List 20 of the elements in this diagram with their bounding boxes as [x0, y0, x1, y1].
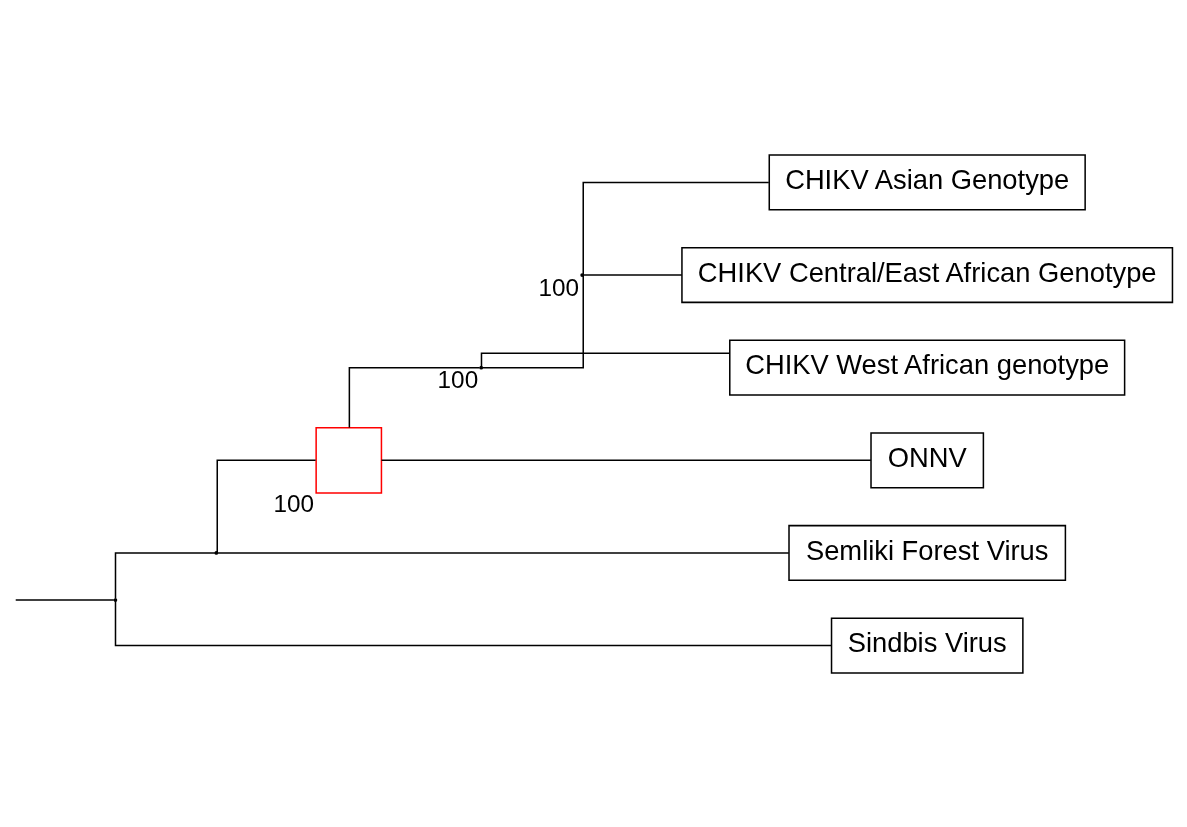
connector — [480, 352, 731, 367]
node-label: 100 — [538, 273, 580, 301]
connector — [348, 366, 481, 428]
node-box: CHIKV Asian Genotype — [768, 153, 1086, 210]
node-point — [214, 550, 219, 555]
node-point — [315, 426, 383, 494]
connector — [114, 551, 216, 600]
node-box: CHIKV West African genotype — [729, 339, 1126, 396]
node-box: Sindbis Virus — [830, 617, 1024, 674]
node-point — [580, 272, 584, 277]
node-box: ONNV — [870, 431, 985, 488]
node-box: Semliki Forest Virus — [788, 524, 1067, 581]
node-box: CHIKV Central/East African Genotype — [681, 246, 1174, 303]
node-point — [113, 597, 118, 602]
node-label: 100 — [273, 489, 315, 517]
node-point — [479, 365, 484, 370]
connector — [114, 599, 833, 646]
node-label: 100 — [437, 365, 479, 393]
connector — [14, 598, 115, 601]
connector — [380, 459, 872, 461]
